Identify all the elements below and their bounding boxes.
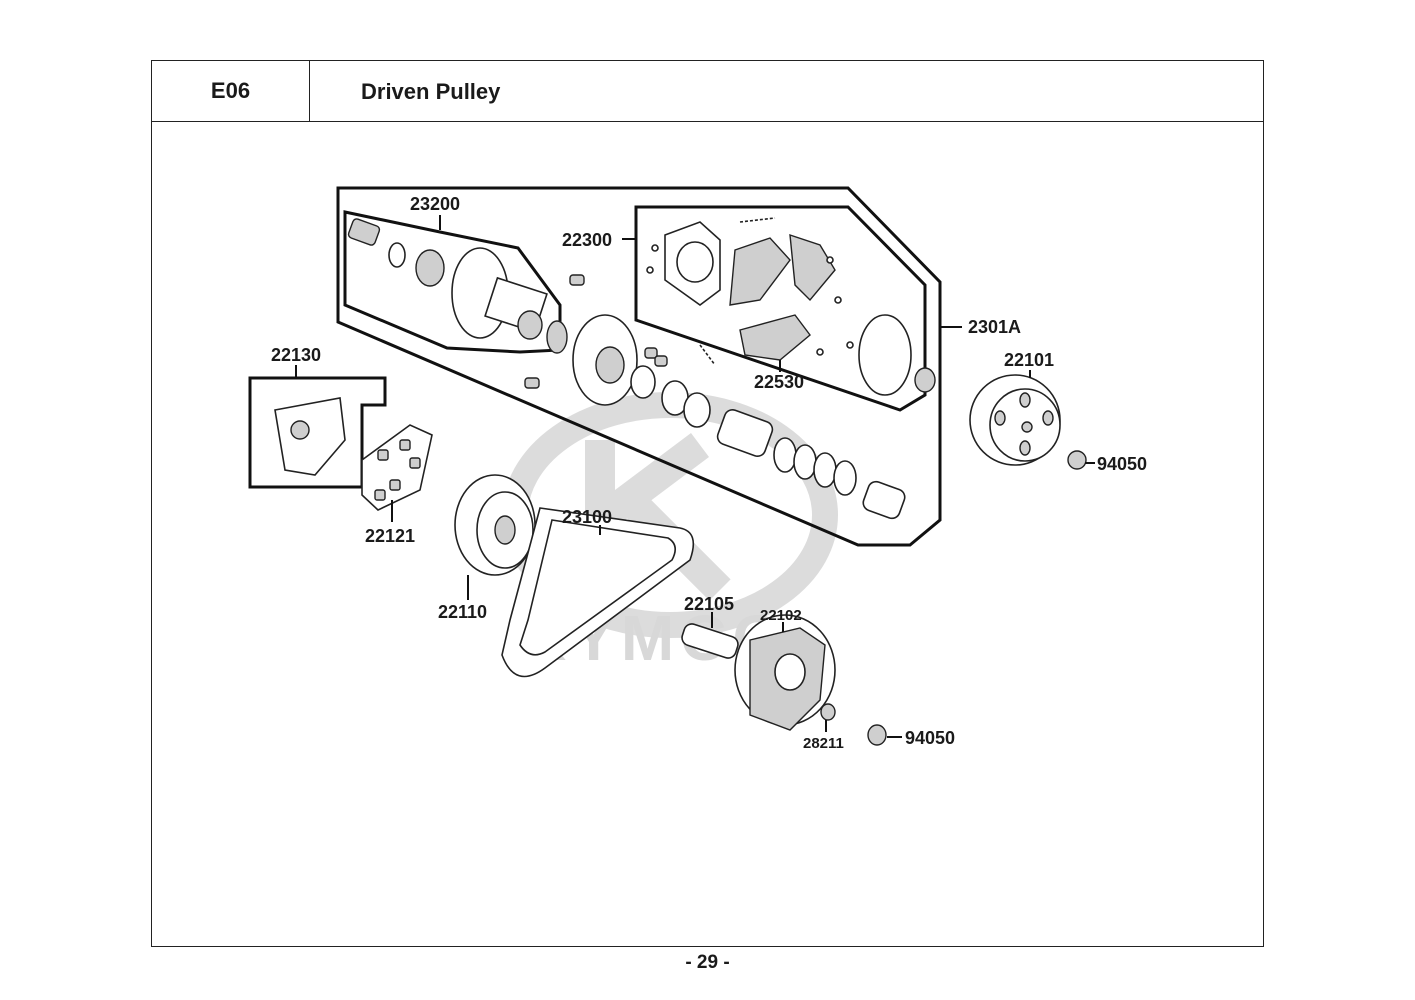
clutch-shoe-assembly [646,217,936,396]
part-label-22530: 22530 [754,372,804,392]
part-label-94050-upper: 94050 [1097,454,1147,474]
part-label-28211: 28211 [803,735,844,752]
weight-rollers [361,424,433,511]
part-label-2301a: 2301A [968,317,1021,337]
part-label-22102: 22102 [760,607,802,624]
page-title-text: Driven Pulley [361,78,501,104]
part-label-94050-lower: 94050 [905,728,955,748]
section-code-text: E06 [210,78,251,103]
fixed-driven-face [347,218,568,354]
assembly-2301a-outline [336,186,942,547]
page-title: Driven Pulley [309,60,1264,122]
page-number: - 29 - [685,952,730,973]
ramp-plate [274,397,346,476]
part-label-23200: 23200 [410,194,460,214]
drive-face-collar [681,623,739,659]
subassembly-22130-outline [248,376,387,489]
part-label-23100: 23100 [562,507,612,527]
movable-driven-face-and-spring [524,274,906,520]
part-label-22110: 22110 [438,602,487,622]
movable-drive-face [454,474,536,576]
diagram-frame [151,121,1264,947]
part-label-22101: 22101 [1004,350,1054,370]
clutch-outer [969,374,1087,470]
part-label-22130: 22130 [271,345,321,365]
part-label-22300: 22300 [562,230,612,250]
drive-belt [501,507,695,678]
drive-face-fan [734,614,887,746]
subassembly-22300-outline [634,205,927,412]
part-label-22121: 22121 [365,526,415,546]
part-label-22105: 22105 [684,594,734,614]
